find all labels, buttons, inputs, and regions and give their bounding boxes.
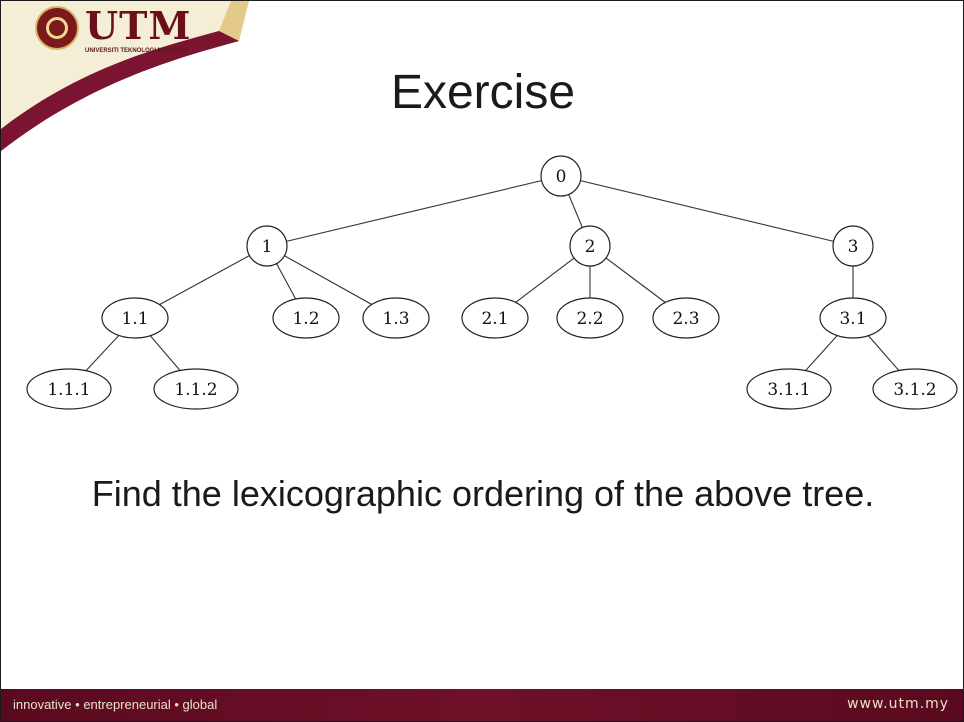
question-text: Find the lexicographic ordering of the a… (91, 473, 875, 514)
tree-node-3-1-2: 3.1.2 (872, 368, 958, 410)
tree-node-label: 1 (262, 237, 273, 257)
tree-node-label: 3 (848, 237, 859, 257)
utm-seal-icon (35, 6, 79, 50)
tree-edge-0-to-3 (560, 175, 854, 247)
tree-node-shape (746, 368, 832, 410)
tree-node-label: 1.2 (292, 309, 319, 329)
tree-node-shape (362, 297, 430, 339)
tree-node-shape (246, 225, 288, 267)
tree-node-shape (153, 368, 239, 410)
footer-tagline: innovative • entrepreneurial • global (13, 697, 218, 712)
tree-node-2: 2 (569, 225, 611, 267)
tree-node-shape (101, 297, 169, 339)
tree-node-3-1-1: 3.1.1 (746, 368, 832, 410)
tree-node-label: 2.1 (481, 309, 508, 329)
tree-node-1-1: 1.1 (101, 297, 169, 339)
tree-node-shape (652, 297, 720, 339)
tree-node-2-3: 2.3 (652, 297, 720, 339)
tree-node-shape (556, 297, 624, 339)
utm-logo: UTM UNIVERSITI TEKNOLOGI MALAYSIA (35, 4, 190, 68)
tree-node-shape (569, 225, 611, 267)
tree-node-shape (272, 297, 340, 339)
tree-node-label: 3.1 (839, 309, 866, 329)
tree-node-shape (540, 155, 582, 197)
footer-bar: innovative • entrepreneurial • global ww… (1, 689, 963, 721)
tree-node-1-2: 1.2 (272, 297, 340, 339)
logo-text: UTM (85, 3, 192, 48)
tree-nodes: 0 1 2 3 1.1 1.2 1.3 2.1 2.2 2.3 3.1 1.1.1 1.1.2 3.1.1… (26, 155, 958, 410)
corner-maroon-band (1, 31, 239, 151)
tree-node-label: 1.1.2 (174, 380, 217, 400)
tree-node-shape (819, 297, 887, 339)
tree-node-2-2: 2.2 (556, 297, 624, 339)
tree-node-label: 2.3 (672, 309, 699, 329)
tree-node-label: 2 (585, 237, 596, 257)
tree-node-label: 2.2 (576, 309, 603, 329)
tree-node-0: 0 (540, 155, 582, 197)
tree-node-1: 1 (246, 225, 288, 267)
tree-node-3-1: 3.1 (819, 297, 887, 339)
tree-node-label: 1.1.1 (47, 380, 90, 400)
tree-node-1-3: 1.3 (362, 297, 430, 339)
tree-node-1-1-2: 1.1.2 (153, 368, 239, 410)
tree-node-shape (832, 225, 874, 267)
tree-node-1-1-1: 1.1.1 (26, 368, 112, 410)
logo-subtext: UNIVERSITI TEKNOLOGI MALAYSIA (85, 48, 189, 54)
tree-node-shape (26, 368, 112, 410)
tree-node-label: 3.1.1 (767, 380, 810, 400)
tree-node-label: 1.3 (382, 309, 409, 329)
tree-edges (68, 175, 916, 390)
tree-node-label: 1.1 (121, 309, 148, 329)
tree-node-shape (461, 297, 529, 339)
tree-node-2-1: 2.1 (461, 297, 529, 339)
tree-node-shape (872, 368, 958, 410)
tree-node-3: 3 (832, 225, 874, 267)
slide-title: Exercise (390, 66, 576, 119)
tree-node-label: 0 (556, 167, 567, 187)
tree-edge-0-to-1 (266, 175, 562, 247)
tree-node-label: 3.1.2 (893, 380, 936, 400)
footer-url: www.utm.my (847, 696, 949, 712)
